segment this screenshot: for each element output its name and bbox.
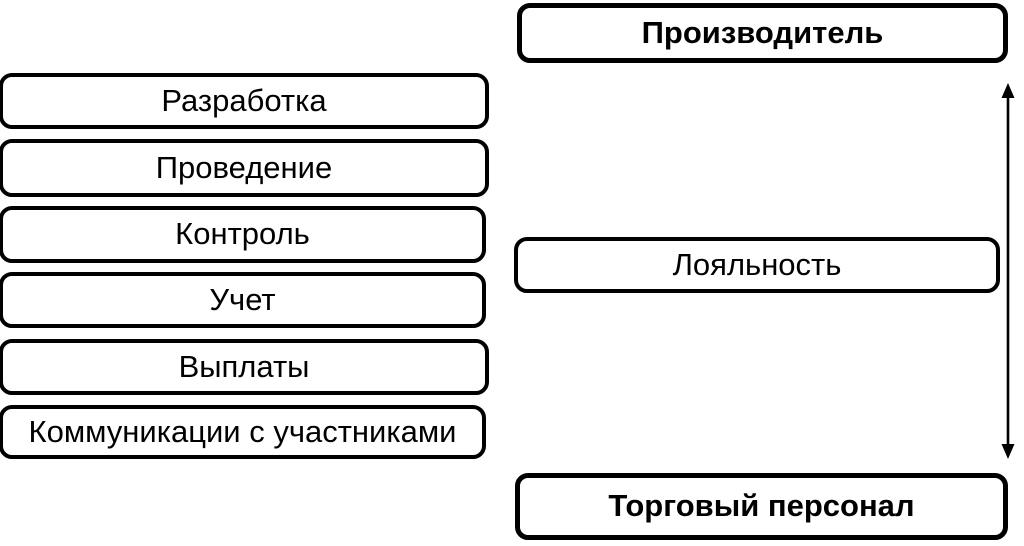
stage-box-label: Разработка	[161, 82, 327, 118]
sales-personnel-box-label: Торговый персонал	[608, 488, 915, 524]
producer-box: Производитель	[517, 3, 1008, 63]
stage-box-label: Коммуникации с участниками	[28, 413, 457, 449]
stage-box-control: Контроль	[0, 206, 486, 263]
stage-box-communications: Коммуникации с участниками	[0, 405, 486, 459]
stage-box-payouts: Выплаты	[0, 339, 489, 395]
loyalty-box: Лояльность	[514, 237, 1000, 293]
sales-personnel-box: Торговый персонал	[515, 473, 1008, 540]
stage-box-accounting: Учет	[0, 272, 486, 328]
loyalty-box-label: Лояльность	[672, 246, 842, 282]
producer-box-label: Производитель	[641, 14, 884, 50]
stage-box-execution: Проведение	[0, 139, 489, 197]
stage-box-development: Разработка	[0, 73, 489, 129]
stage-box-label: Проведение	[155, 149, 333, 185]
vertical-double-arrow-icon	[1001, 83, 1015, 459]
stage-box-label: Учет	[209, 281, 276, 317]
stage-box-label: Контроль	[175, 216, 310, 252]
stage-box-label: Выплаты	[178, 348, 310, 384]
